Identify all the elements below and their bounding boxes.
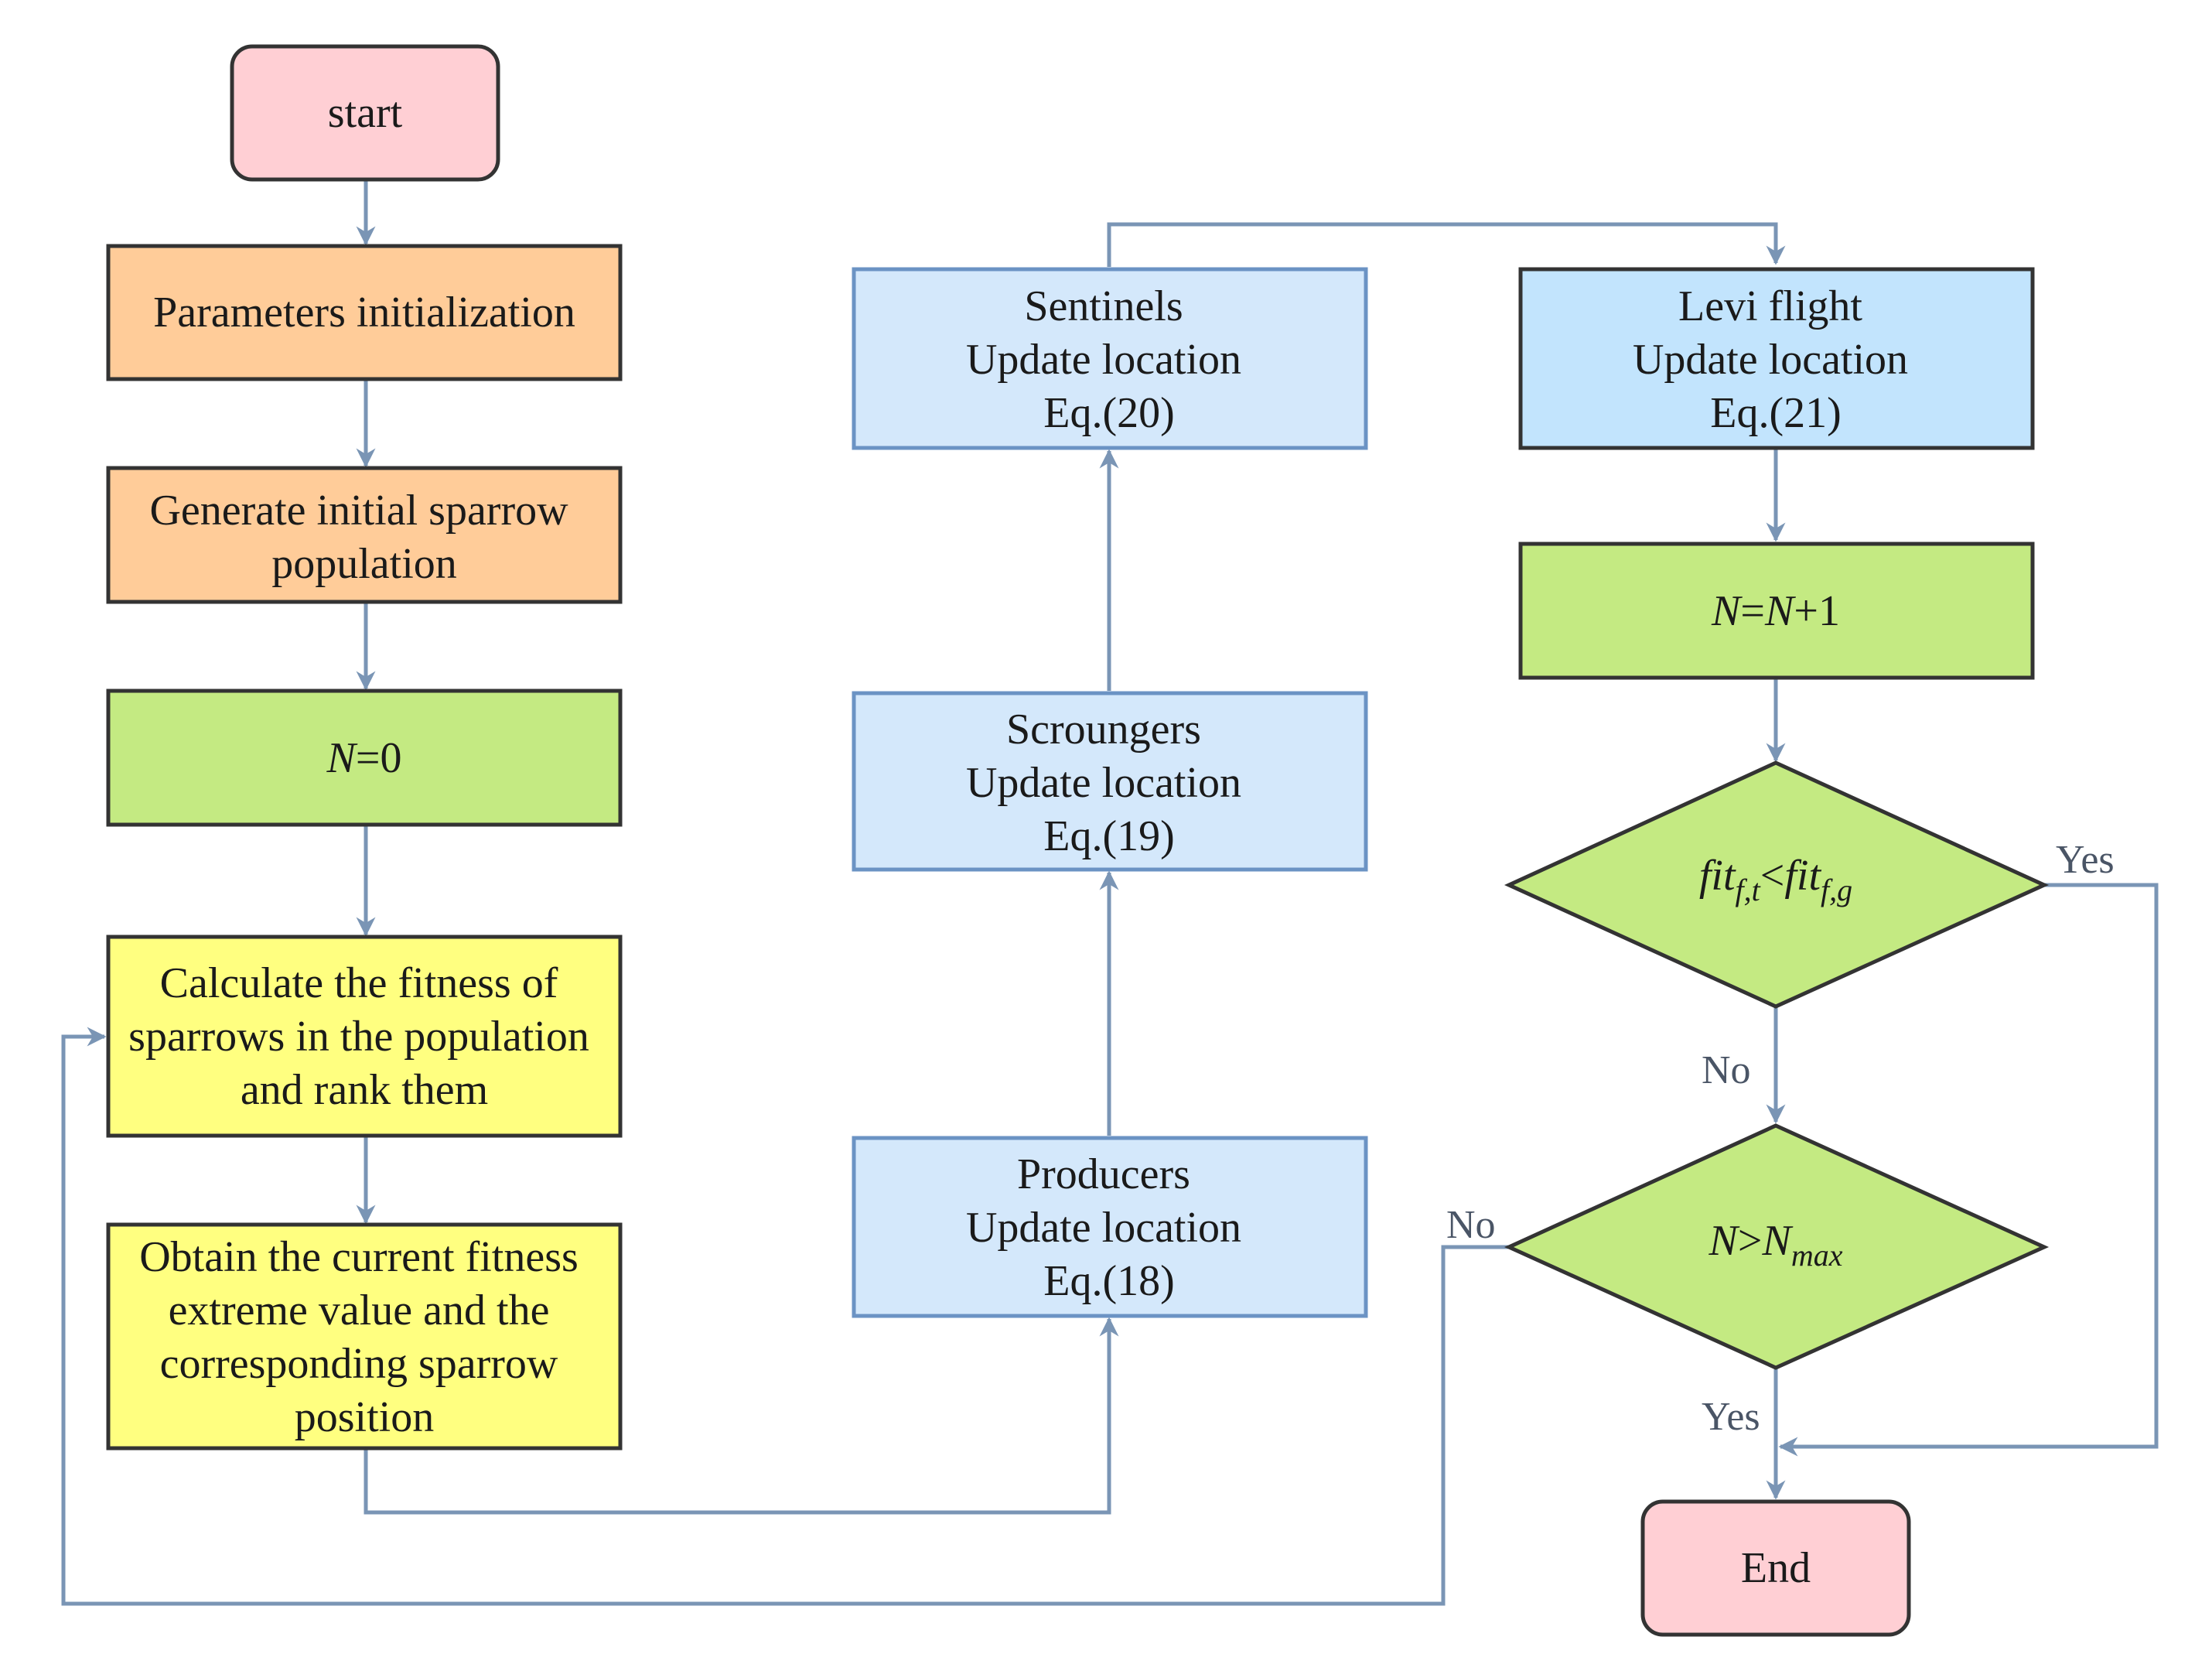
scroungers-shape [852,691,1368,872]
calc-line-3: and rank them [241,1066,488,1114]
node-calc: Calculate the fitness of sparrows in the… [106,935,623,1138]
n0-rest: =0 [356,734,402,782]
label-fit-no: No [1702,1048,1751,1092]
end-label: End [1741,1544,1811,1592]
obtain-shape [106,1222,623,1451]
node-params: Parameters initialization [106,244,623,381]
cond-n-text: N>Nmax [1708,1217,1843,1273]
sentinels-shape [852,267,1368,450]
node-levi: Levi flight Update location Eq.(21) [1518,267,2035,450]
generate-line-2: population [271,540,457,588]
sentinels-line-1: Sentinels [1024,282,1183,330]
label-fit-yes: Yes [2056,838,2115,882]
label-n-no: No [1446,1203,1496,1247]
obtain-line-4: position [295,1393,434,1441]
node-start: start [230,44,500,182]
params-label: Parameters initialization [153,289,575,337]
sentinels-line-2: Update location [966,336,1241,384]
increment-text: N=N+1 [1711,587,1840,635]
edge-obtain-to-producers [364,1317,1119,1515]
node-scroungers: Scroungers Update location Eq.(19) [852,691,1368,872]
cond-fit-a-sub: f,t [1736,873,1761,907]
producers-shape [852,1136,1368,1318]
levi-line-1: Levi flight [1678,282,1862,330]
producers-text: Producers Update location Eq.(18) [966,1150,1252,1305]
calc-line-2: sparrows in the population [128,1013,589,1061]
sentinels-line-3: Eq.(20) [1043,389,1175,437]
edge-sentinels-to-levi [1107,222,1786,267]
increment-var-1: N [1711,587,1743,635]
node-cond-n: N>Nmax [1504,1123,2050,1370]
obtain-line-3: corresponding sparrow [160,1340,558,1388]
increment-var-2: N [1764,587,1796,635]
scroungers-line-1: Scroungers [1006,706,1201,753]
levi-shape [1518,267,2035,450]
generate-line-1: Generate initial sparrow [149,487,568,535]
end-shape [1640,1499,1911,1637]
cond-fit-a: fit [1699,852,1736,900]
edge-cond-fit-yes [1778,883,2159,1457]
edge-cond-n-no [61,1027,1509,1606]
cond-fit-op: < [1760,852,1785,900]
node-sentinels: Sentinels Update location Eq.(20) [852,267,1368,450]
cond-n-shape [1504,1123,2050,1370]
sentinels-text: Sentinels Update location Eq.(20) [966,282,1252,437]
calc-text: Calculate the fitness of sparrows in the… [128,959,600,1114]
generate-text: Generate initial sparrow population [149,487,579,588]
node-generate: Generate initial sparrow population [106,466,623,604]
edges [61,180,2159,1606]
producers-line-1: Producers [1017,1150,1190,1198]
node-end: End [1640,1499,1911,1637]
calc-line-1: Calculate the fitness of [160,959,558,1007]
node-obtain: Obtain the current fitness extreme value… [106,1222,623,1451]
increment-eq: = [1740,587,1765,635]
n0-text: N=0 [326,734,402,782]
obtain-line-2: extreme value and the [169,1287,550,1334]
node-increment: N=N+1 [1518,542,2035,680]
n0-var: N [326,734,358,782]
cond-fit-shape [1504,760,2050,1009]
cond-n-a: N [1708,1217,1740,1265]
obtain-line-1: Obtain the current fitness [139,1233,579,1281]
edge-labels: Yes No No Yes [1446,838,2115,1439]
levi-text: Levi flight Update location Eq.(21) [1633,282,1919,437]
generate-shape [106,466,623,604]
cond-fit-text: fitf,t<fitf,g [1699,852,1852,907]
node-producers: Producers Update location Eq.(18) [852,1136,1368,1318]
start-label: start [328,89,403,137]
levi-line-2: Update location [1633,336,1908,384]
n0-shape [106,689,623,827]
scroungers-text: Scroungers Update location Eq.(19) [966,706,1252,860]
label-n-yes: Yes [1702,1395,1760,1439]
calc-shape [106,935,623,1138]
obtain-text: Obtain the current fitness extreme value… [139,1233,589,1441]
increment-shape [1518,542,2035,680]
scroungers-line-3: Eq.(19) [1043,812,1175,860]
start-shape [230,44,500,182]
producers-line-3: Eq.(18) [1043,1257,1175,1305]
scroungers-line-2: Update location [966,759,1241,807]
levi-line-3: Eq.(21) [1710,389,1842,437]
params-shape [106,244,623,381]
producers-line-2: Update location [966,1204,1241,1252]
cond-fit-b-sub: f,g [1821,873,1852,907]
increment-plus: +1 [1794,587,1840,635]
node-cond-fit: fitf,t<fitf,g [1504,760,2050,1009]
cond-n-b: N [1761,1217,1793,1265]
cond-n-b-sub: max [1791,1238,1843,1273]
cond-n-op: > [1738,1217,1763,1265]
cond-fit-b: fit [1784,852,1821,900]
node-n0: N=0 [106,689,623,827]
